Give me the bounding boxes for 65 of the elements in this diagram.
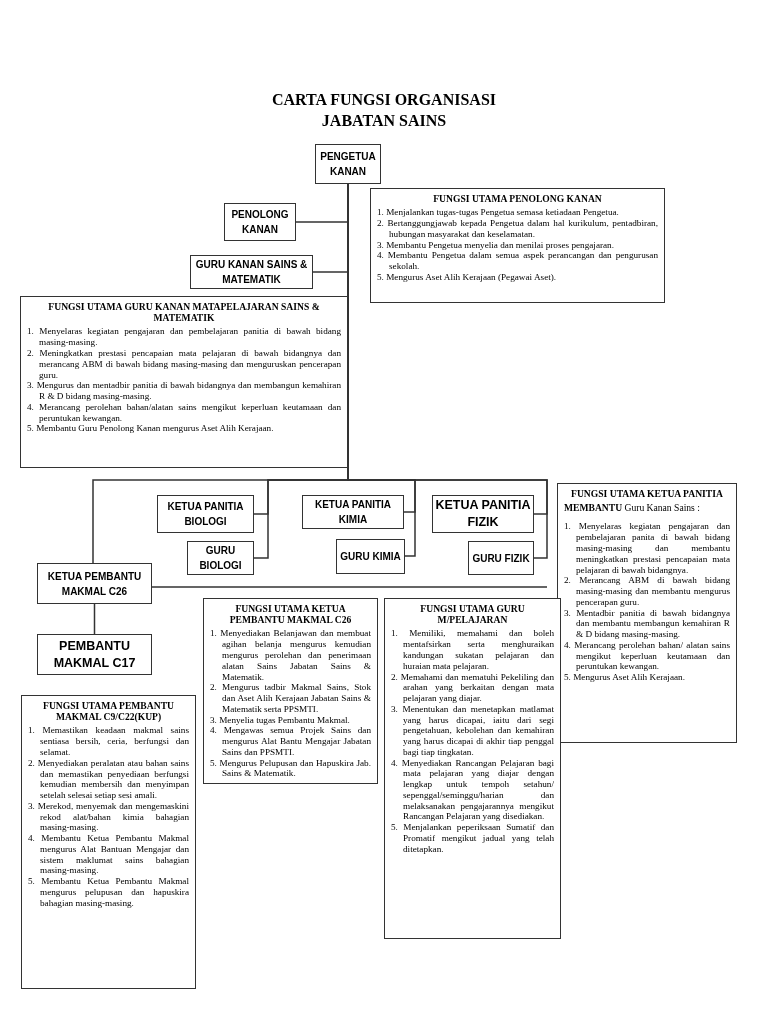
description-box	[21, 695, 196, 989]
role-title: KETUA PEMBANTU MAKMAL C26	[46, 569, 143, 599]
list-item: 5. Membantu Guru Penolong Kanan mengurus Aset Alih Kerajaan.	[27, 423, 275, 435]
list-item: 4. Merancang perolehan bahan/ alatan sains mengikut keperluan keutamaan dan peruntukan kewangan.	[564, 639, 730, 673]
box-heading: FUNGSI UTAMA PEMBANTU MAKMAL C9/C22(KUP)	[42, 700, 175, 723]
role-title: GURU FIZIK	[472, 551, 530, 566]
list-item: 1. Menjalankan tugas-tugas Pengetua semasa ketiadaan Pengetua.	[377, 207, 620, 218]
description-box	[370, 188, 665, 303]
list-item: 5. Mengurus Aset Alih Kerajaan (Pegawai Aset).	[377, 271, 558, 283]
list-item: 1. Menyediakan Belanjawan dan membuat agihan belanja mengurus kemudian mengurus perolehan dan penerimaan alatan Sains Jabatan Sains & Matematik.	[210, 628, 371, 683]
intro-text: MEMBANTU Guru Kanan Sains :	[564, 502, 701, 514]
role-title: GURU BIOLOGI	[198, 544, 243, 573]
list-item: 1. Memiliki, memahami dan boleh mentafsirkan serta menghuraikan kandungan sukatan pelajaran dan huraian mata pelajaran.	[391, 628, 554, 672]
list-item: 4. Mengawas semua Projek Sains dan mengurus Alat Bantu Mengajar Jabatan Sains dan PPSMTI.	[210, 725, 371, 758]
role-box	[37, 634, 152, 675]
list-item: 5. Mengurus Pelupusan dan Hapuskira Jab. Sains & Matematik.	[210, 757, 371, 780]
role-title: GURU KANAN SAINS & MATEMATIK	[194, 258, 309, 287]
role-box	[157, 495, 254, 533]
role-title: KETUA PANITIA FIZIK	[435, 497, 531, 531]
list-item: 5. Mengurus Aset Alih Kerajaan.	[564, 672, 686, 683]
role-box	[224, 203, 296, 241]
box-heading: FUNGSI UTAMA KETUA PEMBANTU MAKMAL C26	[228, 603, 353, 626]
list-item: 3. Menentukan dan menetapkan matlamat yang harus dicapai, iaitu dari segi pengetahuan, kebolehan dan kemahiran yang harus dicapai di akhir tiap penggal bagi tiap tingkatan.	[391, 703, 554, 758]
role-box	[187, 541, 254, 575]
list-item: 1. Memastikan keadaan makmal sains sentiasa bersih, ceria, berfungsi dan selamat.	[28, 725, 189, 758]
list-item: 3. Membantu Pengetua menyelia dan menilai proses pengajaran.	[377, 239, 615, 251]
role-title: PENGETUA KANAN	[319, 150, 377, 179]
list-item: 4. Membantu Pengetua dalam semua aspek perancangan dan pengurusan sekolah.	[377, 250, 658, 272]
list-item: 3. Merekod, menyemak dan mengemaskini rekod alat/bahan kimia bahagian masing-masing.	[28, 800, 189, 834]
role-box	[336, 539, 405, 574]
box-heading: FUNGSI UTAMA GURU KANAN MATAPELAJARAN SAINS & MATEMATIK	[47, 301, 321, 324]
list-item: 4. Membantu Ketua Pembantu Makmal mengurus Alat Bantuan Mengajar dan sistem maklumat sains bahagian masing-masing.	[28, 833, 189, 877]
role-title: PEMBANTU MAKMAL C17	[52, 637, 137, 672]
description-box	[203, 598, 378, 785]
list-item: 5. Menjalankan peperiksaan Sumatif dan Promatif mengikut jadual yang telah ditetapkan.	[391, 822, 554, 855]
list-item: 2. Mengurus tadbir Makmal Sains, Stok dan Aset Alih Kerajaan Jabatan Sains & Matematik serta PPSMTI.	[210, 682, 371, 715]
list-item: 4. Menyediakan Rancangan Pelajaran bagi mata pelajaran yang diajar dengan lengkap untuk tempoh setahun/ sepenggal/seminggu/harian dan melaksanakan pengajarannya mengikut Rancangan Pelajaran yang disediakan.	[391, 757, 554, 823]
list-item: 4. Merancang perolehan bahan/alatan sains mengikut keperluan keutamaan dan peruntukan kewangan.	[27, 401, 341, 424]
description-box	[20, 296, 348, 468]
list-item: 1. Menyelaras kegiatan pengajaran dan pembelajaran panitia di bawah bidang masing-masing.	[27, 326, 341, 348]
description-box	[384, 598, 561, 939]
list-item: 2. Bertanggungjawab kepada Pengetua dalam hal kurikulum, pentadbiran, hubungan masyarakat dan keselamatan.	[377, 218, 658, 240]
chart-title: CARTA FUNGSI ORGANISASI JABATAN SAINS	[270, 90, 498, 131]
role-box	[302, 495, 404, 529]
role-box	[468, 541, 534, 575]
box-heading: FUNGSI UTAMA KETUA PANITIA	[570, 488, 724, 500]
box-heading: FUNGSI UTAMA PENOLONG KANAN	[432, 193, 603, 205]
role-box	[37, 563, 152, 604]
list-item: 2. Menyediakan peralatan atau bahan sains dan memastikan penyediaan berfungsi kemudian membersih dan menyimpan setelah selesai setiap sesi amali.	[28, 757, 189, 801]
connector-line	[93, 603, 96, 635]
role-title: KETUA PANITIA BIOLOGI	[166, 500, 245, 529]
box-heading: FUNGSI UTAMA GURU M/PELAJARAN	[419, 603, 526, 626]
description-box	[557, 483, 737, 743]
list-item: 3. Mengurus dan mentadbir panitia di bawah bidangnya dan membangun kemahiran R & D bidang masing-masing.	[27, 380, 341, 402]
list-item: 5. Membantu Ketua Pembantu Makmal mengurus pelupusan dan hapuskira bahagian masing-masing.	[28, 876, 189, 909]
role-title: GURU KIMIA	[340, 550, 401, 564]
list-item: 2. Meningkatkan prestasi pencapaian mata pelajaran di bawah bidangnya dan merancang ABM di bawah bidang masing-masing dan menguruskan pencerapan guru.	[27, 347, 341, 381]
list-item: 3. Mentadbir panitia di bawah bidangnya dan membantu membangun kemahiran R & D bidang masing-masing.	[564, 607, 730, 640]
role-title: PENOLONG KANAN	[230, 208, 290, 237]
role-box	[315, 144, 381, 184]
list-item: 2. Memahami dan mematuhi Pekeliling dan arahan yang berkaitan dengan mata pelajaran yang diajar.	[391, 671, 554, 704]
list-item: 3. Menyelia tugas Pembantu Makmal.	[210, 714, 351, 726]
list-item: 2. Merancang ABM di bawah bidang masing-masing dan membantu mengurus pencerapan guru.	[564, 575, 730, 608]
list-item: 1. Menyelaras kegiatan pengajaran dan pembelajaran panita di bawah bidang masing-masing dan membantu meningkatkan prestasi pencapaian mata pelajaran di bawah bidangnya.	[564, 521, 730, 576]
role-title: KETUA PANITIA KIMIA	[313, 498, 393, 527]
